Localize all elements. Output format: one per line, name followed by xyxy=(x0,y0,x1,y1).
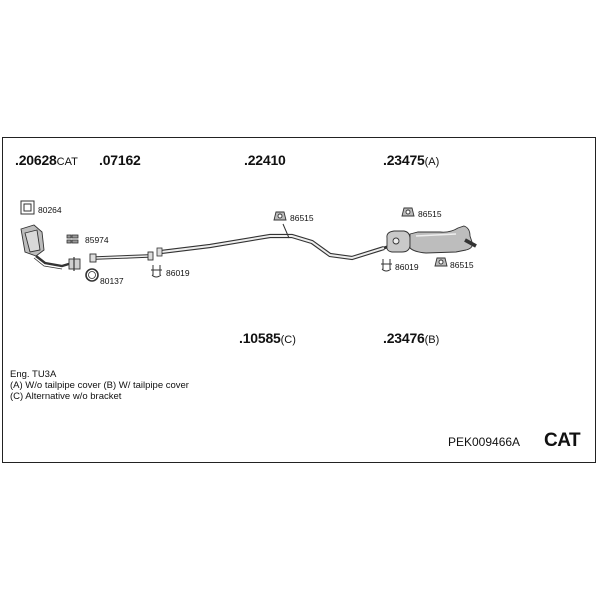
part-number: .23476 xyxy=(383,330,425,346)
label-85974: 85974 xyxy=(85,235,109,245)
label-86019: 86019 xyxy=(166,268,190,278)
part-number: .20628 xyxy=(15,152,57,168)
note-c: (C) Alternative w/o bracket xyxy=(10,391,122,402)
seal-ring-80137-icon xyxy=(85,268,99,282)
label-86019: 86019 xyxy=(395,262,419,272)
part-22410: .22410 xyxy=(244,152,286,170)
part-suffix: CAT xyxy=(56,156,78,168)
part-10585: .10585(C) xyxy=(239,330,296,348)
rubber-mount-86515-icon xyxy=(401,207,415,217)
clamp-86019-icon xyxy=(381,259,392,272)
diagram-frame xyxy=(2,137,596,463)
rubber-mount-86515-icon xyxy=(434,257,448,267)
note-a-b: (A) W/o tailpipe cover (B) W/ tailpipe c… xyxy=(10,380,189,391)
part-number: .07162 xyxy=(99,152,141,168)
category-label: CAT xyxy=(544,430,581,451)
rubber-mount-86515-icon xyxy=(273,211,287,221)
part-20628: .20628CAT xyxy=(15,152,78,170)
part-23476: .23476(B) xyxy=(383,330,439,348)
label-86515: 86515 xyxy=(290,213,314,223)
label-80137: 80137 xyxy=(100,276,124,286)
bolts-85974-icon xyxy=(66,234,79,244)
part-suffix: (B) xyxy=(424,334,440,346)
rear-silencer-icon xyxy=(383,225,477,254)
middle-pipe-22410-icon xyxy=(156,223,385,261)
part-suffix: (C) xyxy=(280,334,296,346)
gasket-80264-icon xyxy=(20,200,35,215)
catalytic-converter-icon xyxy=(20,224,81,271)
kit-code: PEK009466A xyxy=(448,435,521,449)
part-23475: .23475(A) xyxy=(383,152,439,170)
part-number: .10585 xyxy=(239,330,281,346)
part-number: .22410 xyxy=(244,152,286,168)
notes: Eng. TU3A (A) W/o tailpipe cover (B) W/ … xyxy=(10,369,189,402)
part-07162: .07162 xyxy=(99,152,141,170)
clamp-86019-icon xyxy=(151,265,162,278)
label-86515: 86515 xyxy=(418,209,442,219)
label-86515: 86515 xyxy=(450,260,474,270)
part-suffix: (A) xyxy=(424,156,440,168)
label-80264: 80264 xyxy=(38,205,62,215)
part-number: .23475 xyxy=(383,152,425,168)
note-engine: Eng. TU3A xyxy=(10,369,57,380)
front-pipe-07162-icon xyxy=(89,251,154,263)
